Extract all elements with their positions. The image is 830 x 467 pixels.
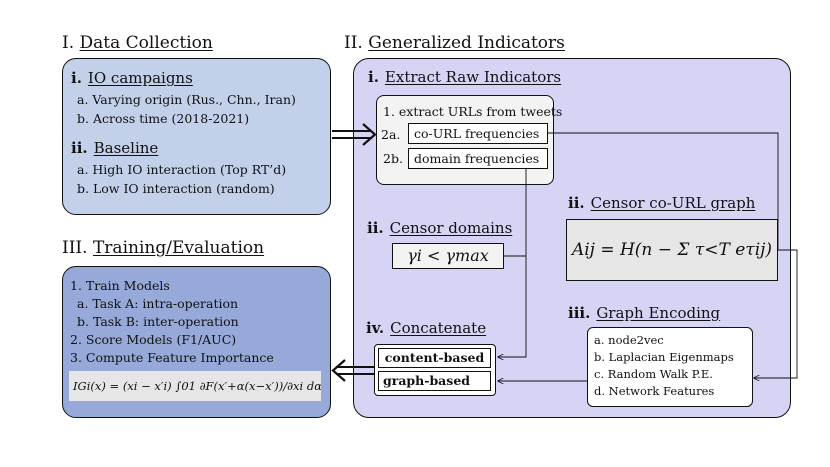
domain-frequencies-box: domain frequencies [408, 148, 548, 169]
concatenate-box: content-based graph-based [374, 344, 496, 396]
baseline-item: b. Low IO interaction (random) [77, 181, 275, 196]
step-2a-label: 2a. [381, 127, 401, 142]
section-2-numeral: II. [344, 33, 363, 53]
section-3-title-text: Training/Evaluation [92, 238, 265, 258]
censor-graph-label: ii. [568, 194, 585, 212]
baseline-label: ii. [71, 139, 88, 157]
section-2-title: II. Generalized Indicators [344, 33, 565, 53]
censor-domains-title: Censor domains [389, 219, 513, 237]
training-step: 1. Train Models [70, 278, 170, 293]
censor-domains-formula: γi < γmax [392, 243, 504, 269]
section-3-numeral: III. [62, 238, 88, 258]
extract-raw-box: 1. extract URLs from tweets 2a. 2b. [376, 95, 562, 185]
graph-based-box: graph-based [378, 371, 491, 391]
encoding-item: b. Laplacian Eigenmaps [594, 350, 734, 364]
section-3-title: III. Training/Evaluation [62, 238, 264, 258]
training-evaluation-panel: 1. Train Models a. Task A: intra-operati… [62, 266, 331, 418]
training-step: a. Task A: intra-operation [77, 296, 239, 311]
section-1-title-text: Data Collection [79, 33, 213, 53]
graph-encoding-title: Graph Encoding [596, 304, 721, 322]
censor-domains-label: ii. [367, 219, 384, 237]
io-campaigns-label: i. [71, 69, 82, 87]
io-campaigns-heading: i. IO campaigns [71, 69, 193, 87]
training-step: b. Task B: inter-operation [77, 314, 239, 329]
encoding-item: d. Network Features [594, 384, 715, 398]
encoding-item: a. node2vec [594, 333, 664, 347]
concatenate-title: Concatenate [390, 319, 487, 337]
extract-raw-heading: i. Extract Raw Indicators [368, 68, 561, 86]
section-2-title-text: Generalized Indicators [368, 33, 565, 53]
training-step: 3. Compute Feature Importance [70, 350, 274, 365]
integrated-gradients-formula: IGi(x) = (xi − x′i) ∫01 ∂F(x′+α(x−x′))/∂… [69, 371, 321, 401]
section-1-title: I. Data Collection [62, 33, 213, 53]
censor-graph-formula: Aij = H(n − Σ τ<T eτij) [566, 219, 778, 281]
section-1-numeral: I. [62, 33, 75, 53]
graph-encoding-label: iii. [568, 304, 591, 322]
step-2b-label: 2b. [383, 151, 403, 166]
baseline-heading: ii. Baseline [71, 139, 158, 157]
graph-encoding-box: a. node2vec b. Laplacian Eigenmaps c. Ra… [587, 327, 753, 407]
io-campaigns-item: b. Across time (2018-2021) [77, 111, 250, 126]
graph-encoding-heading: iii. Graph Encoding [568, 304, 720, 322]
censor-graph-heading: ii. Censor co-URL graph [568, 194, 755, 212]
content-based-box: content-based [378, 348, 491, 368]
baseline-title: Baseline [93, 139, 159, 157]
training-step: 2. Score Models (F1/AUC) [70, 332, 237, 347]
co-url-frequencies-box: co-URL frequencies [408, 123, 548, 144]
io-campaigns-item: a. Varying origin (Rus., Chn., Iran) [77, 92, 296, 107]
baseline-item: a. High IO interaction (Top RT’d) [77, 162, 287, 177]
censor-domains-heading: ii. Censor domains [367, 219, 512, 237]
extract-raw-title: Extract Raw Indicators [384, 68, 562, 86]
censor-graph-title: Censor co-URL graph [590, 194, 756, 212]
encoding-item: c. Random Walk P.E. [594, 367, 713, 381]
concatenate-label: iv. [366, 319, 385, 337]
concatenate-heading: iv. Concatenate [366, 319, 486, 337]
extract-raw-label: i. [368, 68, 379, 86]
data-collection-panel: i. IO campaigns a. Varying origin (Rus., … [62, 58, 331, 215]
io-campaigns-title: IO campaigns [87, 69, 193, 87]
extract-urls-step: 1. extract URLs from tweets [383, 104, 563, 119]
